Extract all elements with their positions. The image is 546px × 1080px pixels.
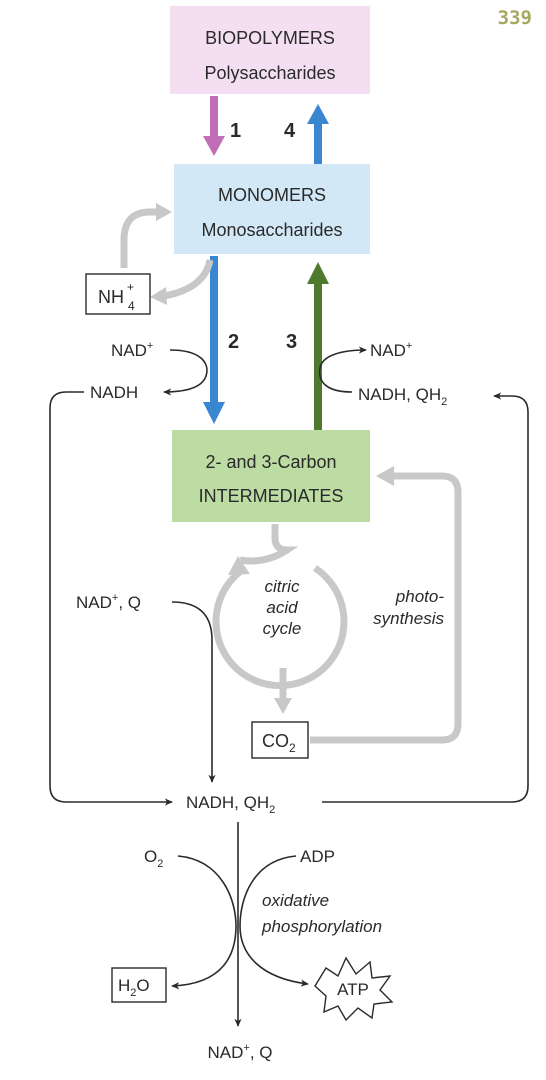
monomers-title: MONOMERS — [218, 185, 326, 205]
oxphos-label-line1: oxidative — [262, 891, 329, 910]
nh4-label: NH — [98, 287, 124, 307]
biopolymers-title: BIOPOLYMERS — [205, 28, 335, 48]
cycle-arrowhead — [228, 556, 250, 575]
co2-box: CO2 — [251, 721, 309, 759]
svg-text:NADH, QH2: NADH, QH2 — [186, 793, 275, 816]
nh4-uptake-arrowhead — [156, 203, 172, 221]
photosynthesis-arrowhead — [376, 466, 394, 486]
svg-text:NADH, QH2: NADH, QH2 — [358, 385, 447, 408]
step-3-number: 3 — [286, 331, 297, 353]
monomers-box: MONOMERS Monosaccharides — [174, 164, 370, 254]
right-nadh-loop — [322, 392, 529, 803]
nadh-left: NADH — [90, 383, 138, 402]
nh4-release-arrow — [163, 259, 214, 300]
nh4-box: NH + 4 — [85, 273, 151, 315]
oxphos-label-line2: phosphorylation — [261, 917, 382, 936]
intermediates-box: 2- and 3-Carbon INTERMEDIATES — [172, 430, 370, 522]
co2-release-arrowhead — [274, 698, 292, 714]
step2-nad-reduction-arrow — [163, 349, 208, 396]
step-1-number: 1 — [230, 120, 241, 142]
step-4-number: 4 — [284, 120, 296, 142]
nad-right: NAD+ — [370, 340, 412, 360]
photosynthesis-label-line2: synthesis — [373, 609, 444, 628]
cycle-label-line2: acid — [266, 598, 298, 617]
co2-label: CO2 — [262, 731, 296, 755]
h2o-box: H2O — [111, 967, 167, 1003]
step-1-arrow — [203, 96, 225, 156]
step-4-arrow — [307, 104, 329, 164]
nadh-qh2-right: NADH, QH2 — [358, 385, 447, 408]
cycle-label-line1: citric — [265, 577, 300, 596]
atp-starburst: ATP — [314, 956, 394, 1022]
photosynthesis-arrow — [310, 472, 462, 744]
adp-to-atp-arrow — [239, 855, 309, 987]
o2-to-h2o-arrow — [171, 855, 237, 990]
o2-label: O2 — [144, 847, 163, 870]
atp-label: ATP — [337, 980, 369, 999]
step-2-number: 2 — [228, 331, 239, 353]
svg-text:NAD+, Q: NAD+, Q — [207, 1042, 272, 1062]
cycle-nad-arrow — [171, 601, 216, 783]
step-3-arrow — [307, 262, 329, 430]
nad-left: NAD+ — [111, 340, 153, 360]
intermediates-subtitle: INTERMEDIATES — [199, 486, 344, 506]
biopolymers-subtitle: Polysaccharides — [204, 63, 335, 83]
h2o-label: H2O — [118, 976, 150, 999]
nad-q-input: NAD+, Q — [76, 592, 141, 612]
cycle-label-line3: cycle — [263, 619, 302, 638]
svg-text:NAD+: NAD+ — [370, 340, 412, 360]
nh4-uptake-arrow — [120, 208, 158, 268]
page-number: 339 — [498, 7, 532, 29]
nh4-subscript: 4 — [128, 299, 135, 313]
step-2-arrow — [203, 256, 225, 424]
biopolymers-box: BIOPOLYMERS Polysaccharides — [170, 6, 370, 94]
monomers-subtitle: Monosaccharides — [201, 220, 342, 240]
nh4-release-arrowhead — [150, 287, 167, 305]
svg-text:NAD+, Q: NAD+, Q — [76, 592, 141, 612]
nad-q-output: NAD+, Q — [207, 1042, 272, 1062]
intermediates-title: 2- and 3-Carbon — [205, 452, 336, 472]
photosynthesis-label-line1: photo- — [395, 587, 445, 606]
step3-nad-reduction-arrow — [318, 346, 367, 393]
cycle-entry-arrow — [239, 524, 299, 565]
nh4-charge: + — [127, 280, 134, 294]
adp-label: ADP — [300, 847, 335, 866]
nadh-qh2-bottom: NADH, QH2 — [186, 793, 275, 816]
svg-text:O2: O2 — [144, 847, 163, 870]
left-nadh-loop — [49, 391, 173, 806]
svg-text:NAD+: NAD+ — [111, 340, 153, 360]
